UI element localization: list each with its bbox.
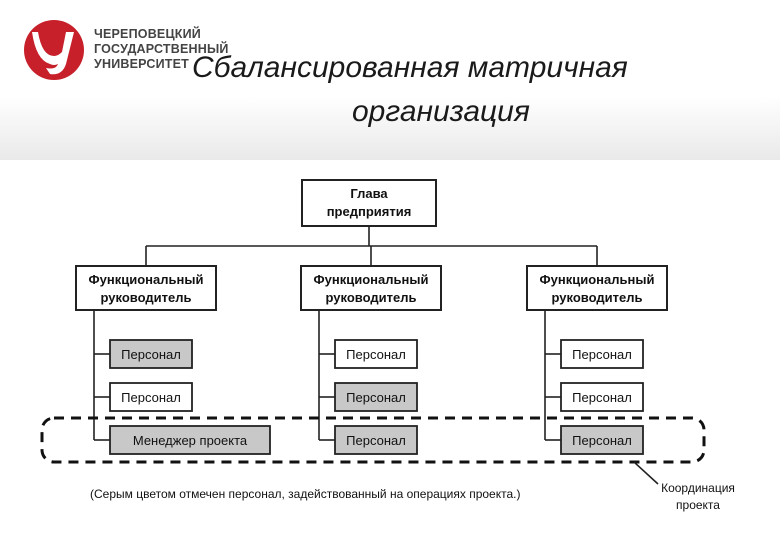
staff-box-label: Персонал [346, 390, 406, 405]
functional-manager-box [75, 265, 217, 311]
staff-box [109, 382, 193, 412]
staff-box [560, 339, 644, 369]
staff-box-label: Персонал [346, 347, 406, 362]
staff-box [109, 339, 193, 369]
university-logo-icon [24, 20, 84, 80]
staff-box-label: Персонал [572, 390, 632, 405]
staff-box-label: Персонал [121, 390, 181, 405]
functional-manager-label: руководитель [326, 290, 417, 305]
university-name: ЧЕРЕПОВЕЦКИЙ ГОСУДАРСТВЕННЫЙ УНИВЕРСИТЕТ [94, 27, 229, 72]
head-box-label: Глава [350, 186, 388, 201]
functional-manager-label: Функциональный [89, 272, 204, 287]
university-name-line: ГОСУДАРСТВЕННЫЙ [94, 42, 229, 56]
functional-manager-label: Функциональный [540, 272, 655, 287]
functional-manager-box [526, 265, 668, 311]
project-coordination-band [40, 416, 706, 464]
staff-box [334, 339, 418, 369]
slide-title-line-1: Сбалансированная матричная [192, 51, 628, 84]
staff-box [109, 425, 271, 455]
staff-box [334, 382, 418, 412]
staff-box-label: Персонал [572, 433, 632, 448]
legend-caption: (Серым цветом отмечен персонал, задейств… [90, 487, 520, 501]
functional-manager-label: руководитель [552, 290, 643, 305]
functional-manager-label: Функциональный [314, 272, 429, 287]
functional-manager-label: руководитель [101, 290, 192, 305]
header-band [0, 0, 780, 160]
staff-box [560, 382, 644, 412]
staff-box-label: Персонал [346, 433, 406, 448]
university-name-line: ЧЕРЕПОВЕЦКИЙ [94, 27, 201, 41]
staff-box-label: Персонал [572, 347, 632, 362]
coordination-label: Координация [661, 481, 735, 495]
staff-box [334, 425, 418, 455]
coordination-label: проекта [676, 498, 720, 512]
head-box-label: предприятия [327, 204, 412, 219]
coordination-pointer-line [633, 461, 659, 485]
slide-title: Сбалансированная матричная организация [180, 46, 780, 134]
head-box [301, 179, 437, 227]
functional-manager-box [300, 265, 442, 311]
staff-box-label: Менеджер проекта [133, 433, 248, 448]
staff-box-label: Персонал [121, 347, 181, 362]
staff-box [560, 425, 644, 455]
slide-title-line-2: организация [352, 95, 530, 128]
university-name-line: УНИВЕРСИТЕТ [94, 57, 189, 71]
